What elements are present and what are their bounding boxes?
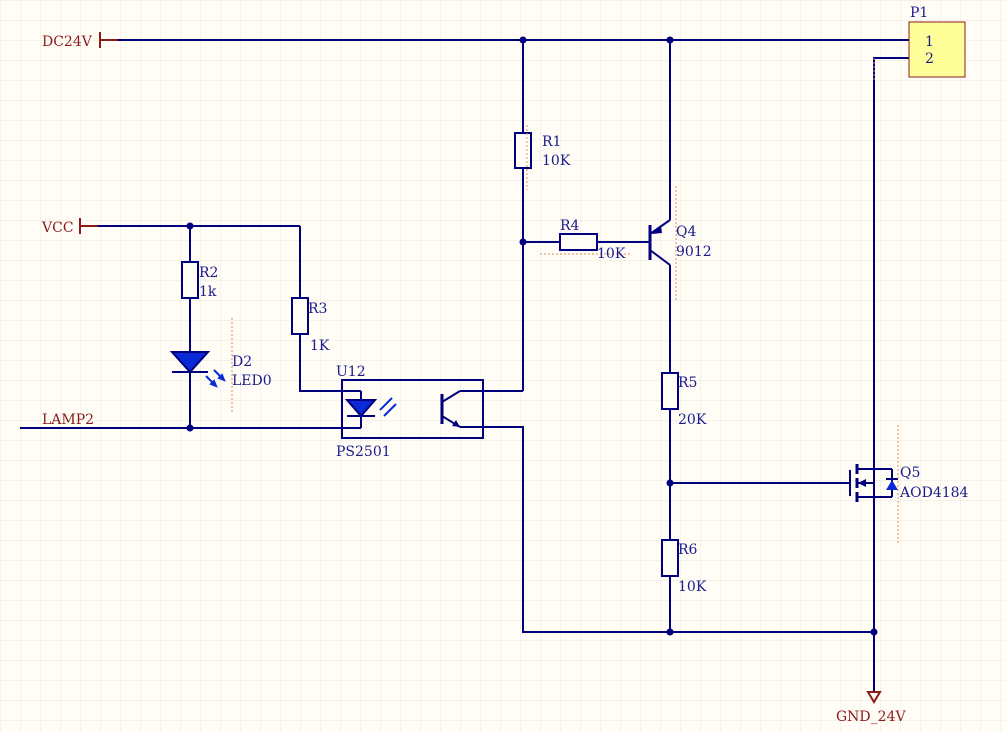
junction-dots: [186, 36, 878, 636]
resistor-r2[interactable]: R2 1k: [181, 261, 218, 300]
transistor-q4[interactable]: Q4 9012: [648, 186, 712, 300]
r4-ref: R4: [560, 218, 580, 234]
r3-value: 1K: [310, 338, 330, 354]
r5-value: 20K: [678, 412, 707, 428]
net-dc24v[interactable]: DC24V: [42, 32, 118, 50]
d2-ref: D2: [232, 354, 252, 370]
resistor-r5[interactable]: R5 20K: [661, 372, 707, 428]
net-vcc-label: VCC: [41, 220, 74, 236]
net-lamp2-label: LAMP2: [42, 412, 94, 428]
led-d2-light-arrows-icon: [205, 369, 226, 388]
optocoupler-u12[interactable]: U12 PS2501: [336, 364, 484, 460]
net-dc24v-label: DC24V: [42, 34, 93, 50]
r4-value: 10K: [597, 246, 626, 262]
q5-ref: Q5: [900, 465, 920, 481]
led-d2[interactable]: D2 LED0: [169, 318, 272, 412]
p1-pin2: 2: [925, 51, 934, 67]
r6-value: 10K: [678, 579, 707, 595]
p1-pin1: 1: [925, 34, 934, 50]
u12-ref: U12: [336, 364, 366, 380]
resistor-r3[interactable]: R3 1K: [291, 297, 330, 354]
q4-ref: Q4: [676, 224, 696, 240]
net-gnd24v-label: GND_24V: [836, 709, 906, 725]
r2-value: 1k: [199, 284, 217, 300]
r1-value: 10K: [542, 153, 571, 169]
r1-ref: R1: [542, 134, 561, 150]
u12-light-arrows-icon: [379, 397, 397, 417]
q4-value: 9012: [676, 244, 712, 260]
r2-ref: R2: [199, 265, 218, 281]
r6-ref: R6: [678, 542, 698, 558]
d2-value: LED0: [232, 373, 272, 389]
r3-ref: R3: [308, 301, 327, 317]
resistor-r6[interactable]: R6 10K: [661, 539, 707, 595]
wires: [20, 39, 909, 692]
r5-ref: R5: [678, 375, 697, 391]
u12-value: PS2501: [336, 444, 391, 460]
mosfet-q5[interactable]: Q5 AOD4184: [849, 425, 969, 545]
q5-value: AOD4184: [899, 485, 969, 501]
net-lamp2[interactable]: LAMP2: [42, 412, 94, 428]
p1-ref: P1: [910, 5, 928, 21]
connector-p1[interactable]: P1 1 2: [908, 5, 966, 78]
net-vcc[interactable]: VCC: [41, 218, 98, 236]
resistor-r1[interactable]: R1 10K: [514, 125, 571, 190]
resistor-r4[interactable]: R4 10K: [540, 218, 630, 262]
net-gnd24v[interactable]: GND_24V: [836, 691, 906, 725]
